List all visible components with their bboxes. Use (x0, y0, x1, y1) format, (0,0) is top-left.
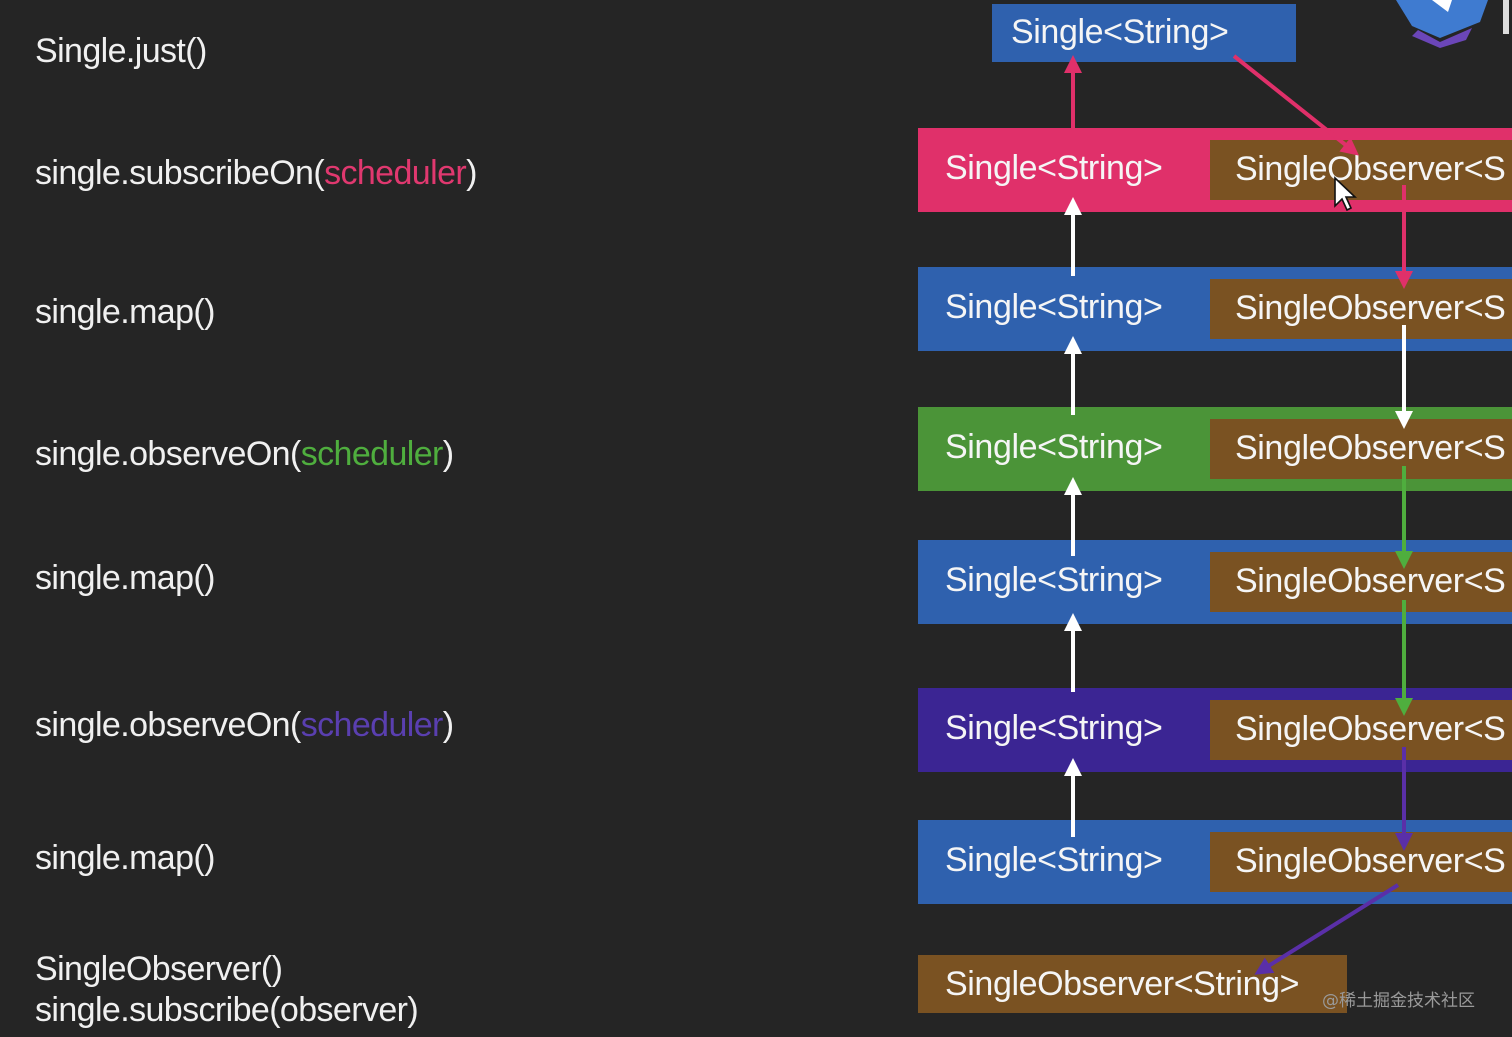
observer-label: SingleObserver<S (1235, 289, 1506, 327)
code-line-map-3: single.map() (35, 838, 215, 878)
code-text: ) (442, 435, 454, 473)
code-text: ) (466, 154, 477, 192)
source-single-label: Single<String> (1011, 13, 1229, 51)
code-text: single.map() (35, 839, 215, 877)
code-text: Single.just() (35, 32, 207, 70)
code-text: single.map() (35, 559, 215, 597)
observer-label: SingleObserver<S (1235, 150, 1506, 188)
observer-label: SingleObserver<S (1235, 429, 1506, 467)
final-observer-label: SingleObserver<String> (945, 965, 1300, 1003)
observer-box: SingleObserver<S (1210, 419, 1512, 479)
code-text: single.map() (35, 293, 215, 331)
scheduler-arg: scheduler (300, 435, 444, 473)
logo-icon (1396, 0, 1509, 48)
code-text: ) (442, 706, 454, 744)
single-label: Single<String> (945, 288, 1163, 326)
code-text: SingleObserver() (35, 950, 283, 988)
observer-label: SingleObserver<S (1235, 842, 1506, 880)
cursor-icon (1334, 176, 1358, 212)
code-line-observer: SingleObserver() (35, 949, 283, 989)
single-label: Single<String> (945, 428, 1163, 466)
code-text: single.observeOn( (35, 706, 301, 744)
operator-row-map-1: Single<String> SingleObserver<S (918, 267, 1512, 351)
operator-row-observe-on-1: Single<String> SingleObserver<S (918, 407, 1512, 491)
observer-box: SingleObserver<S (1210, 700, 1512, 760)
scheduler-arg: scheduler (300, 706, 444, 744)
code-line-map-2: single.map() (35, 558, 215, 598)
emit-arrow-purple-diagonal (1254, 883, 1400, 975)
code-line-observe-on-1: single.observeOn(scheduler) (35, 434, 454, 474)
code-text: single.subscribe(observer) (35, 991, 419, 1029)
observer-box: SingleObserver<S (1210, 552, 1512, 612)
observer-box: SingleObserver<S (1210, 140, 1512, 200)
single-label: Single<String> (945, 149, 1163, 187)
code-line-observe-on-2: single.observeOn(scheduler) (35, 705, 454, 745)
code-line-map-1: single.map() (35, 292, 215, 332)
operator-row-subscribe-on: Single<String> SingleObserver<S (918, 128, 1512, 212)
code-text: single.subscribeOn( (35, 154, 325, 192)
code-line-subscribe: single.subscribe(observer) (35, 990, 419, 1030)
observer-box: SingleObserver<S (1210, 832, 1512, 892)
single-label: Single<String> (945, 841, 1163, 879)
final-observer-box: SingleObserver<String> (918, 955, 1347, 1013)
single-label: Single<String> (945, 561, 1163, 599)
operator-row-observe-on-2: Single<String> SingleObserver<S (918, 688, 1512, 772)
emit-arrow-pink-diagonal (1232, 54, 1360, 156)
operator-row-map-2: Single<String> SingleObserver<S (918, 540, 1512, 624)
code-text: single.observeOn( (35, 435, 301, 473)
code-line-subscribe-on: single.subscribeOn(scheduler) (35, 153, 477, 193)
operator-row-map-3: Single<String> SingleObserver<S (918, 820, 1512, 904)
single-label: Single<String> (945, 709, 1163, 747)
source-single-box: Single<String> (992, 4, 1296, 62)
observer-label: SingleObserver<S (1235, 710, 1506, 748)
code-line-just: Single.just() (35, 31, 207, 71)
observer-label: SingleObserver<S (1235, 562, 1506, 600)
watermark: @稀土掘金技术社区 (1322, 991, 1475, 1011)
observer-box: SingleObserver<S (1210, 279, 1512, 339)
scheduler-arg: scheduler (324, 154, 467, 192)
